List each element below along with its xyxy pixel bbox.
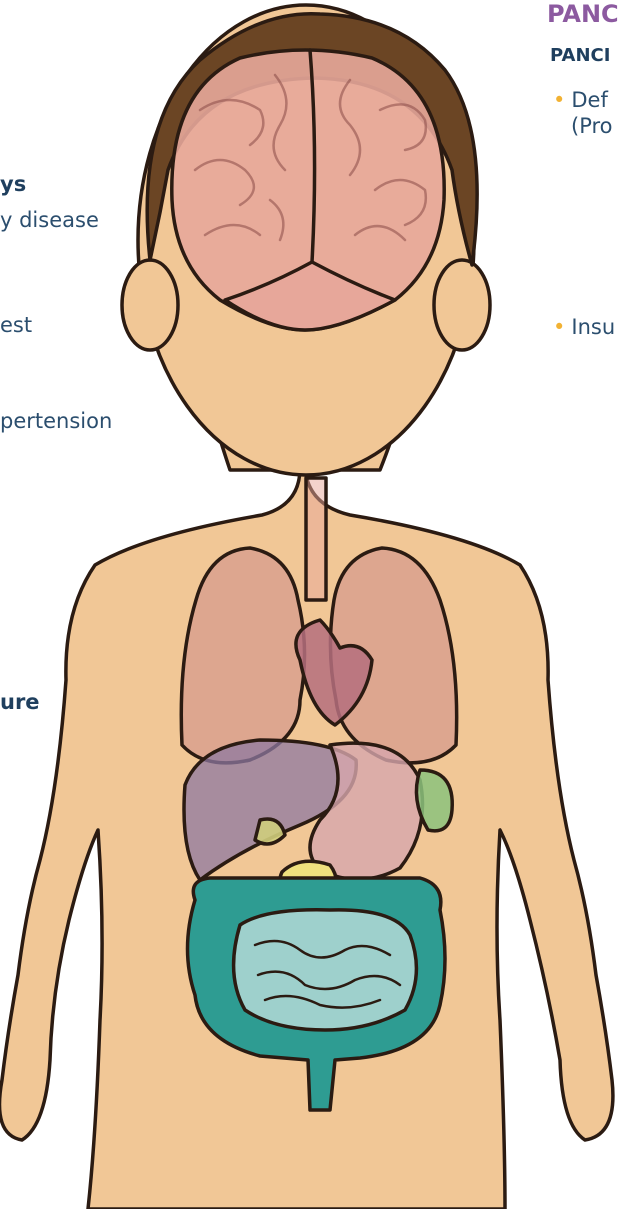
small-intestine <box>234 910 417 1030</box>
item-deficiency-text: Def <box>571 88 607 112</box>
label-hypertension: pertension <box>0 409 112 433</box>
label-kidney-disease: y disease <box>0 208 99 232</box>
gallbladder <box>255 819 285 844</box>
trachea <box>306 478 326 600</box>
kidneys-heading: ys <box>0 172 26 196</box>
bullet-icon: • <box>553 88 565 112</box>
label-failure: ure <box>0 690 40 714</box>
item-deficiency: •Def <box>553 88 608 112</box>
section-title: PANC <box>547 0 619 28</box>
spleen <box>416 770 452 831</box>
label-test: est <box>0 313 32 337</box>
bullet-icon: • <box>553 315 565 339</box>
item-insulin: •Insu <box>553 315 615 339</box>
left-ear <box>122 260 178 350</box>
section-subtitle: PANCI <box>550 45 610 66</box>
item-deficiency-line2: (Pro <box>571 114 613 138</box>
item-insulin-text: Insu <box>571 315 615 339</box>
right-ear <box>434 260 490 350</box>
